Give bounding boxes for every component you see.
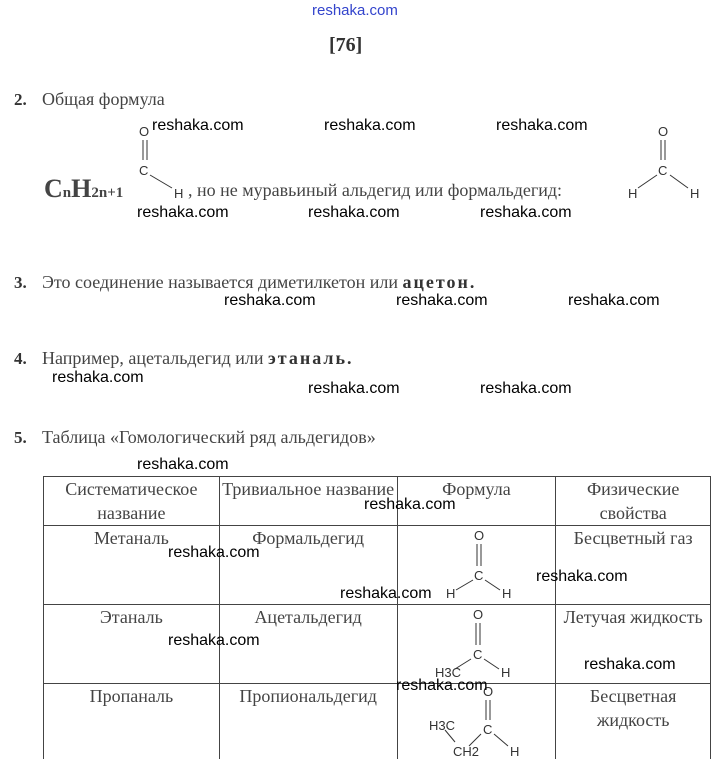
methanal-structure: O C H H [446,528,511,601]
systematic-name: Этаналь [43,604,220,684]
watermark: reshaka.com [137,204,229,221]
svg-text:H3C: H3C [435,665,461,677]
physical-properties: Бесцветный газ [555,525,711,605]
watermark: reshaka.com [308,204,400,221]
svg-text:H: H [501,665,510,677]
watermark: reshaka.com [480,380,572,397]
watermark: reshaka.com [324,117,416,134]
formula-cell: O C H H [396,525,557,605]
formula-description: , но не муравьиный альдегид или формальд… [188,180,563,200]
watermark: reshaka.com [396,677,488,694]
item-number: 3. [14,273,27,292]
watermark: reshaka.com [168,632,260,649]
svg-text:C: C [658,163,667,178]
table-row: Пропаналь Пропиональдегид O C H3C CH2 H Бе… [43,683,711,759]
formaldehyde-structure: O C H H [628,124,699,200]
physical-properties: Бесцветная жидкость [555,683,711,759]
watermark: reshaka.com [480,204,572,221]
svg-text:H: H [628,186,637,200]
watermark: reshaka.com [308,380,400,397]
item-number: 4. [14,349,27,368]
svg-text:H: H [446,586,455,598]
watermark: reshaka.com [396,292,488,309]
item-text: Таблица «Гомологический ряд альдегидов» [42,427,376,447]
item-number: 5. [14,428,27,447]
trivial-name: Ацетальдегид [218,604,398,684]
svg-text:H: H [510,744,519,758]
watermark: reshaka.com [364,496,456,513]
svg-text:H: H [502,586,511,598]
table-header: Физические свойства [555,476,711,526]
table-header: Тривиальное название [218,476,398,526]
svg-text:O: O [473,607,483,622]
systematic-name: Пропаналь [43,683,220,759]
site-header-link[interactable]: reshaka.com [312,2,398,19]
watermark: reshaka.com [584,656,676,673]
page-number: [76] [329,34,363,56]
formula-cell: O C H3C CH2 H [396,683,557,759]
systematic-name: Метаналь [43,525,220,605]
physical-properties: Летучая жидкость [555,604,711,684]
general-formula: CnH2n+1 [44,174,124,203]
svg-text:C: C [483,722,492,737]
svg-text:H: H [690,186,699,200]
aldehyde-group-structure: O C H [139,124,183,200]
trivial-name: Пропиональдегид [218,683,398,759]
svg-text:C: C [473,647,482,662]
svg-text:O: O [474,528,484,543]
propanal-structure: O C H3C CH2 H [429,684,519,759]
watermark: reshaka.com [52,369,144,386]
table-row: Этаналь Ацетальдегид O C H3C H Летучая жи… [43,604,711,684]
watermark: reshaka.com [340,585,432,602]
aldehydes-table: Систематическое название Тривиальное наз… [43,476,711,759]
watermark: reshaka.com [224,292,316,309]
watermark: reshaka.com [152,117,244,134]
svg-text:CH2: CH2 [453,744,479,758]
watermark: reshaka.com [496,117,588,134]
svg-text:H3C: H3C [429,718,455,733]
formula-cell: O C H3C H [396,604,557,684]
table-header: Систематическое название [43,476,220,526]
svg-text:C: C [474,568,483,583]
svg-text:C: C [139,163,148,178]
svg-text:O: O [139,124,149,139]
item-number: 2. [14,90,27,109]
watermark: reshaka.com [568,292,660,309]
watermark: reshaka.com [137,456,229,473]
item-text: Это соединение называется диметилкетон и… [42,272,477,292]
item-text: Например, ацетальдегид или этаналь. [42,348,354,368]
svg-text:O: O [483,684,493,699]
watermark: reshaka.com [168,544,260,561]
ethanal-structure: O C H3C H [435,607,510,680]
watermark: reshaka.com [536,568,628,585]
item-text: Общая формула [42,89,165,109]
svg-text:H: H [174,186,183,200]
svg-text:O: O [658,124,668,139]
